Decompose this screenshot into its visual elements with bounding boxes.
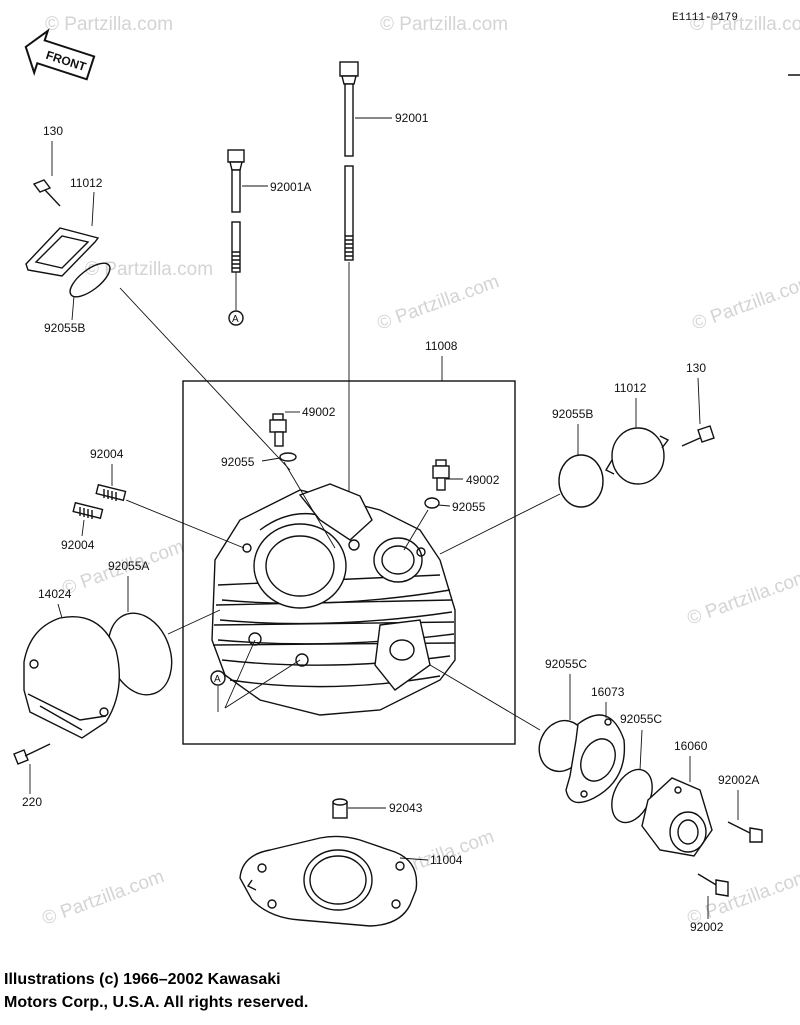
ref-marker-a-top [228,310,244,326]
ref-marker-label: A [214,674,221,685]
callout-92004-bottom: 92004 [61,538,95,552]
cover-11012-left-icon [25,227,100,277]
stud-92004-bottom-icon [72,501,104,520]
bolt-220-icon [13,743,51,765]
insulator-16073-icon [565,714,626,804]
copyright-notice: Illustrations (c) 1966–2002 Kawasaki Mot… [4,968,308,1014]
ref-marker-a-head [210,670,226,686]
callout-92055-left: 92055 [221,455,255,469]
diagram-code: E1111-0179 [672,12,738,24]
ref-marker-label: A [232,314,239,325]
callout-16073: 16073 [591,685,625,699]
bolt-92002A-icon [727,821,763,843]
callout-130-right: 130 [686,361,706,375]
watermark: © Partzilla.com [690,14,800,35]
cylinder-head-frame [182,380,516,745]
washer-92055-right-icon [424,497,440,509]
callout-92002: 92002 [690,920,724,934]
stud-92004-top-icon [95,483,127,502]
washer-92055-left-icon [279,452,297,462]
bolt-92002-icon [697,873,729,897]
callout-16060: 16060 [674,739,708,753]
callout-92004-top: 92004 [90,447,124,461]
bolt-130-left-icon [32,179,61,207]
watermark: © Partzilla.com [40,866,167,930]
watermark: © Partzilla.com [685,566,800,630]
callout-49002-right: 49002 [466,473,500,487]
copyright-line-2: Motors Corp., U.S.A. All rights reserved… [4,994,309,1011]
cover-11012-right-icon [605,427,670,485]
gasket-92055B-left-icon [69,262,111,298]
callout-92055C-left: 92055C [545,657,587,671]
bolt-130-right-icon [681,425,715,447]
callout-11012-right: 11012 [614,381,647,395]
callout-92055B-left: 92055B [44,321,85,335]
watermark: © Partzilla.com [45,14,173,35]
copyright-line-1: Illustrations (c) 1966–2002 Kawasaki [4,971,281,988]
callout-11004: 11004 [430,853,463,867]
callout-11012-left: 11012 [70,176,103,190]
callout-92055B-right: 92055B [552,407,593,421]
callout-49002-top: 49002 [302,405,336,419]
stud-92001A-icon [227,149,245,273]
callout-92055A: 92055A [108,559,149,573]
dowel-92043-icon [332,798,348,819]
watermark: © Partzilla.com [690,271,800,335]
plug-49002-top-icon [269,413,287,447]
front-arrow-icon: FRONT [24,28,96,81]
side-cover-14024-icon [23,616,121,739]
head-gasket-11004-icon [239,835,418,927]
watermark: © Partzilla.com [380,14,508,35]
callout-220: 220 [22,795,42,809]
callout-11008: 11008 [425,339,458,353]
stud-92001-icon [339,61,359,261]
plug-49002-right-icon [432,459,450,491]
callout-92055C-right: 92055C [620,712,662,726]
callout-92043: 92043 [389,801,423,815]
watermark: © Partzilla.com [85,259,213,280]
watermark: © Partzilla.com [375,271,502,335]
cylinder-head-11008-icon [211,483,456,716]
gasket-92055B-right-icon [558,454,604,508]
callout-92001A: 92001A [270,180,311,194]
callout-92002A: 92002A [718,773,759,787]
callout-130-top: 130 [43,124,63,138]
callout-14024: 14024 [38,587,72,601]
joint-16060-icon [641,777,713,857]
callout-92055-right: 92055 [452,500,486,514]
callout-92001: 92001 [395,111,429,125]
